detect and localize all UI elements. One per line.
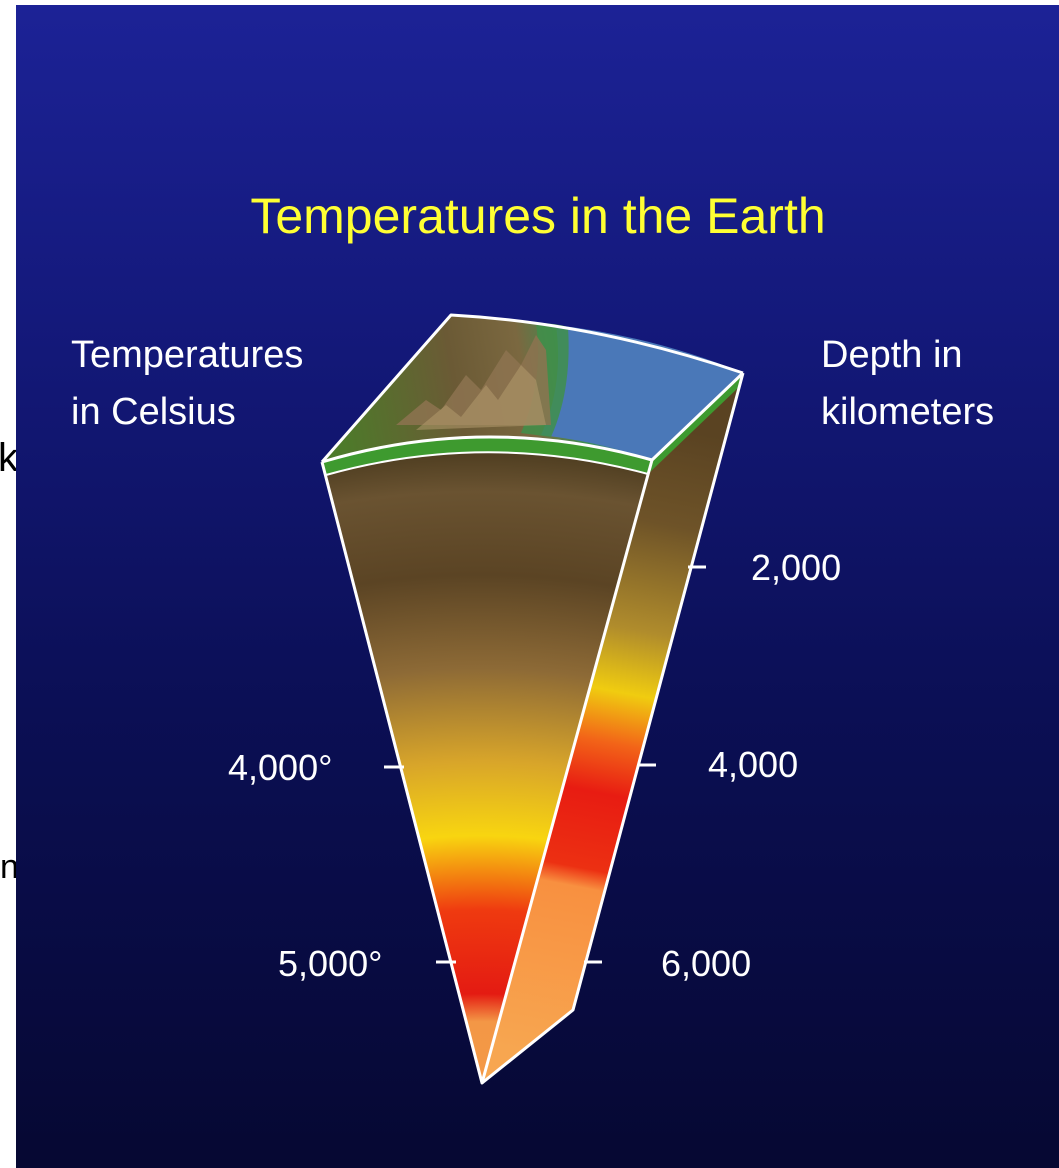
depth-label-2000: 2,000 bbox=[751, 547, 841, 588]
earth-wedge-diagram: Temperatures in the Earth Temperatures i… bbox=[71, 188, 994, 1085]
diagram-title: Temperatures in the Earth bbox=[250, 188, 825, 244]
earth-temperature-slide: Temperatures in the Earth Temperatures i… bbox=[16, 5, 1059, 1168]
mountain-range bbox=[396, 335, 551, 430]
cutaway-front-face bbox=[322, 436, 652, 1083]
depth-label-6000: 6,000 bbox=[661, 943, 751, 984]
left-heading-line-1: Temperatures bbox=[71, 334, 303, 376]
temperature-label-4000: 4,000° bbox=[228, 747, 332, 788]
crust-band-front bbox=[322, 436, 652, 475]
right-heading-line-2: kilometers bbox=[821, 391, 994, 433]
cutaway-side-face bbox=[482, 373, 743, 1083]
right-heading-line-1: Depth in bbox=[821, 334, 963, 376]
crust-boundary-line bbox=[325, 451, 649, 476]
depth-label-4000: 4,000 bbox=[708, 744, 798, 785]
wedge-outline bbox=[320, 313, 745, 1085]
scale-ticks bbox=[384, 565, 706, 964]
temperature-label-5000: 5,000° bbox=[278, 943, 382, 984]
ocean-surface bbox=[541, 325, 743, 460]
crust-band-side bbox=[648, 373, 743, 474]
left-heading-line-2: in Celsius bbox=[71, 391, 236, 433]
